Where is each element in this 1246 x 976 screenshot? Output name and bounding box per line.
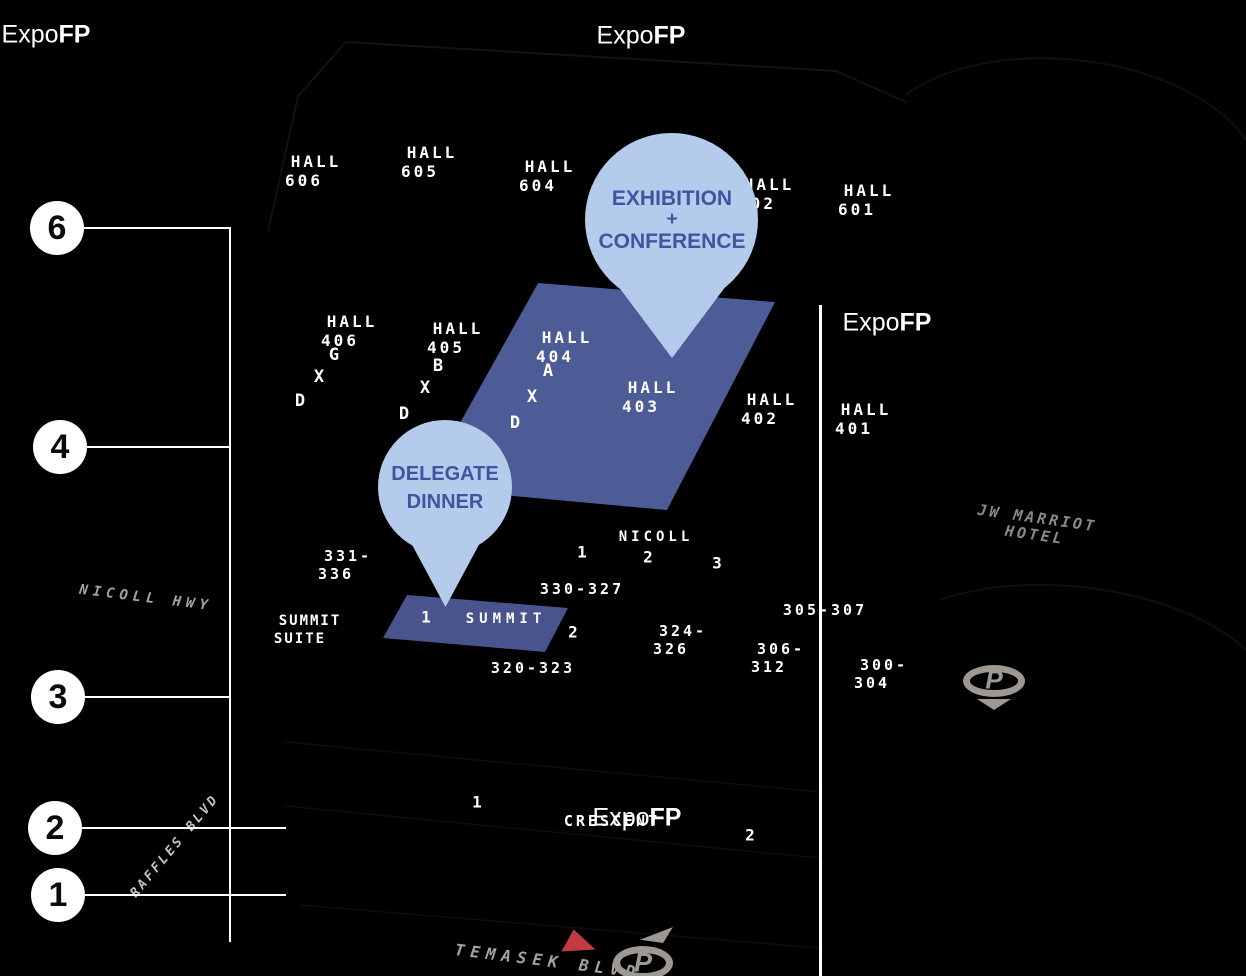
brand-bold: FP bbox=[58, 20, 91, 49]
brand-light: Expo bbox=[1, 20, 59, 49]
level-1-tick-line bbox=[84, 894, 286, 896]
plus-icon: + bbox=[666, 209, 678, 230]
hall-404-section-x[interactable]: X bbox=[526, 387, 538, 407]
room-324-326-label[interactable]: 324-326 bbox=[652, 622, 708, 658]
crescent-2-marker[interactable]: 2 bbox=[745, 825, 755, 845]
level-2-tick-line bbox=[81, 827, 286, 829]
room-300-304-label[interactable]: 300-304 bbox=[853, 656, 909, 692]
hall-405-section-d[interactable]: D bbox=[398, 404, 410, 424]
hall-404-section-d[interactable]: D bbox=[509, 413, 521, 433]
nicoll-rooms-label[interactable]: NICOLL bbox=[618, 529, 694, 545]
hall-406-section-x[interactable]: X bbox=[313, 367, 325, 387]
hall-405-section-x[interactable]: X bbox=[419, 378, 431, 398]
level-badge-6[interactable]: 6 bbox=[30, 201, 84, 255]
pin-delegate-text: DELEGATE DINNER bbox=[391, 463, 499, 513]
pin-circle bbox=[585, 133, 758, 306]
parking-ring bbox=[613, 946, 673, 976]
crescent-1-marker[interactable]: 1 bbox=[472, 792, 482, 812]
watermark-expofp-top-left: ExpoFP bbox=[2, 21, 91, 50]
watermark-expofp-bottom-center: ExpoFP bbox=[592, 803, 682, 832]
parking-ring bbox=[963, 665, 1025, 697]
hall-406-section-d[interactable]: D bbox=[294, 391, 306, 411]
nicoll-2-label[interactable]: 2 bbox=[643, 547, 653, 567]
watermark-expofp-mid-right: ExpoFP bbox=[842, 308, 932, 337]
room-331-336-label[interactable]: 331-336 bbox=[317, 547, 373, 583]
room-305-307-label[interactable]: 305-307 bbox=[782, 601, 868, 619]
hall-405-section-b[interactable]: B bbox=[432, 356, 444, 376]
pin-exhibition-text: EXHIBITION + CONFERENCE bbox=[598, 187, 746, 253]
parking-pointer-icon bbox=[977, 699, 1011, 710]
summit-room-label[interactable]: SUMMIT bbox=[465, 611, 547, 627]
parking-letter: P bbox=[985, 664, 1003, 695]
hall-404-section-a[interactable]: A bbox=[542, 361, 554, 381]
crescent-room-label[interactable]: CRESCENT bbox=[563, 812, 661, 830]
level-6-tick-line bbox=[84, 227, 231, 229]
parking-icon-south[interactable]: P bbox=[613, 946, 673, 976]
pin-circle bbox=[378, 420, 512, 554]
hall-406-section-g[interactable]: G bbox=[328, 345, 340, 365]
right-section-line bbox=[819, 305, 822, 976]
level-badge-2[interactable]: 2 bbox=[28, 801, 82, 855]
level-3-tick-line bbox=[84, 696, 231, 698]
watermark-expofp-top-center: ExpoFP bbox=[596, 21, 686, 50]
summit-2-label[interactable]: 2 bbox=[568, 622, 578, 642]
pin-exhibition-conference[interactable]: EXHIBITION + CONFERENCE bbox=[585, 133, 760, 358]
parking-letter: P bbox=[633, 947, 653, 976]
level-badge-3[interactable]: 3 bbox=[31, 670, 85, 724]
level-badge-4[interactable]: 4 bbox=[33, 420, 87, 474]
level-selector-vertical-line bbox=[229, 228, 231, 942]
nicoll-1-label[interactable]: 1 bbox=[577, 542, 587, 562]
pin-delegate-dinner[interactable]: DELEGATE DINNER bbox=[378, 420, 513, 608]
room-330-327-label[interactable]: 330-327 bbox=[539, 580, 625, 598]
level-badge-1[interactable]: 1 bbox=[31, 868, 85, 922]
summit-1-marker[interactable]: 1 bbox=[421, 607, 431, 627]
room-320-323-label[interactable]: 320-323 bbox=[490, 659, 576, 677]
parking-icon-east[interactable]: P bbox=[963, 664, 1025, 710]
level-4-tick-line bbox=[86, 446, 231, 448]
room-306-312-label[interactable]: 306-312 bbox=[750, 640, 806, 676]
nicoll-3-label[interactable]: 3 bbox=[712, 553, 722, 573]
